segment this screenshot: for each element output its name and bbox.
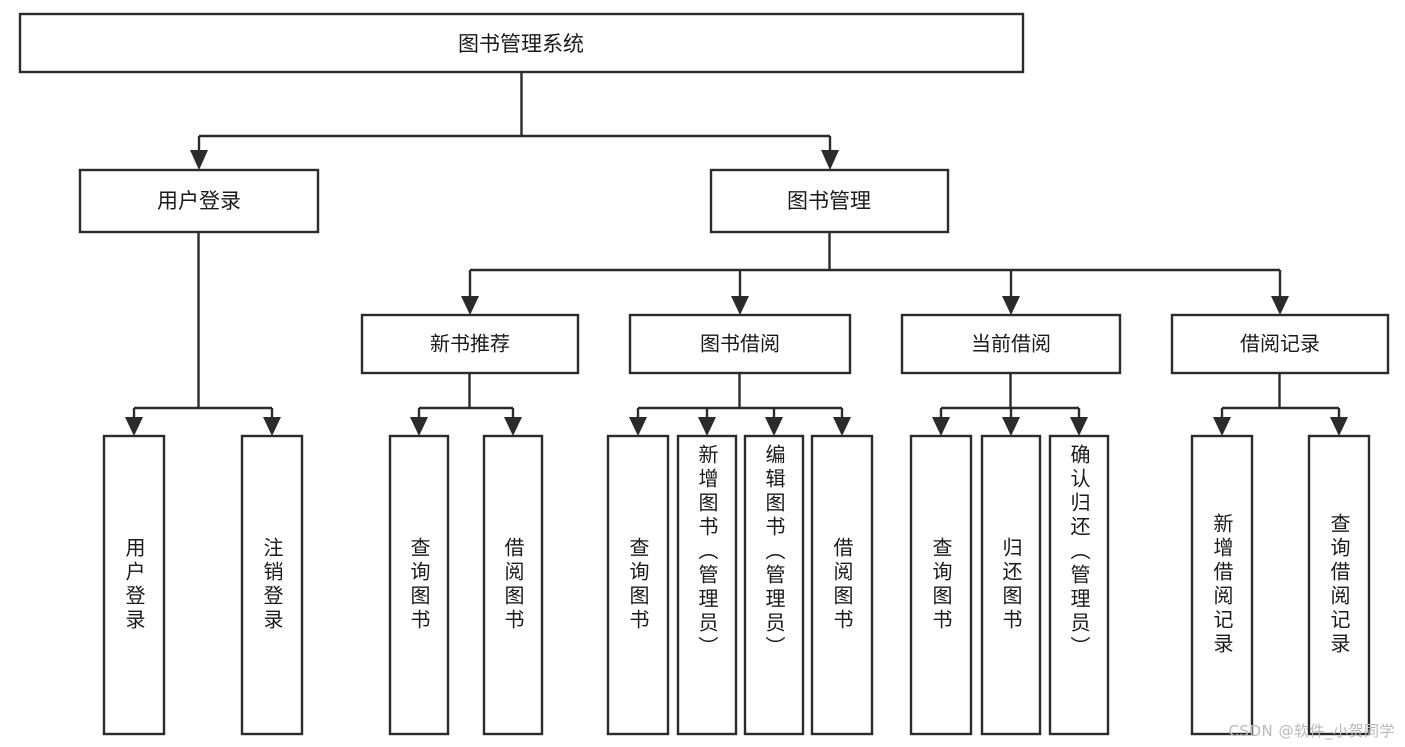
- arrow-head-leaf-rec-borrow-book: [504, 417, 522, 436]
- node-book-manage-label: 图书管理: [787, 189, 871, 213]
- arrow-head-leaf-cur-query-book: [932, 417, 950, 436]
- leaf-box-user-login[interactable]: [102, 434, 166, 736]
- node-new-book-rec[interactable]: 新书推荐: [360, 313, 580, 375]
- node-user-login-label: 用户登录: [157, 189, 241, 213]
- node-book-borrow-box[interactable]: [628, 313, 852, 375]
- node-borrow-record-box[interactable]: [1170, 313, 1390, 375]
- leaf-box-borrow-lend-book[interactable]: [810, 434, 874, 736]
- node-book-manage[interactable]: 图书管理: [709, 168, 950, 234]
- arrow-head-leaf-cur-return-book: [1002, 417, 1020, 436]
- node-book-borrow[interactable]: 图书借阅: [628, 313, 852, 375]
- leaf-box-borrow-edit-book[interactable]: [743, 434, 805, 736]
- arrow-head-to-user-login: [190, 150, 208, 170]
- connector-bookmanage-to-bus: [468, 232, 1282, 300]
- connector-userlogin-to-leaves: [132, 232, 274, 421]
- node-borrow-record[interactable]: 借阅记录: [1170, 313, 1390, 375]
- arrow-head-leaf-rec-query-book: [410, 417, 428, 436]
- arrow-head-leaf-borrow-add-book: [698, 417, 716, 436]
- leaf-box-borrow-query-book[interactable]: [606, 434, 670, 736]
- arrow-head-leaf-rec-add-record: [1213, 417, 1231, 436]
- leaf-box-rec-query-record[interactable]: [1307, 434, 1371, 736]
- node-current-borrow[interactable]: 当前借阅: [900, 313, 1122, 375]
- node-user-login-box[interactable]: [78, 168, 320, 234]
- node-root[interactable]: 图书管理系统: [18, 12, 1025, 74]
- arrow-head-leaf-borrow-edit-book: [765, 417, 783, 436]
- arrow-head-leaf-user-logout: [263, 417, 281, 436]
- node-new-book-rec-box[interactable]: [360, 313, 580, 375]
- arrow-head-leaf-user-login: [125, 417, 143, 436]
- node-user-login[interactable]: 用户登录: [78, 168, 320, 234]
- arrow-head-leaf-borrow-lend-book: [833, 417, 851, 436]
- leaf-box-cur-query-book[interactable]: [909, 434, 973, 736]
- leaf-box-rec-add-record[interactable]: [1190, 434, 1254, 736]
- node-book-borrow-label: 图书借阅: [700, 332, 780, 356]
- arrow-head-to-book-borrow: [731, 296, 749, 315]
- connector-bookborrow-to-leaves: [636, 373, 844, 421]
- connector-newbookrec-to-leaves: [417, 373, 515, 421]
- leaf-box-layer: [102, 434, 1371, 736]
- arrow-head-to-new-book-rec: [461, 296, 479, 315]
- arrow-head-to-book-manage: [821, 150, 839, 170]
- node-new-book-rec-label: 新书推荐: [430, 332, 510, 356]
- arrow-head-to-current-borrow: [1002, 296, 1020, 315]
- leaf-box-cur-return-book[interactable]: [980, 434, 1042, 736]
- node-root-box[interactable]: [18, 12, 1025, 74]
- arrow-head-leaf-cur-confirm-return: [1070, 417, 1088, 436]
- node-current-borrow-box[interactable]: [900, 313, 1122, 375]
- csdn-watermark: CSDN @软件_小贺同学: [1228, 722, 1395, 740]
- arrow-head-to-borrow-record: [1271, 296, 1289, 315]
- leaf-box-cur-confirm-return[interactable]: [1048, 434, 1110, 736]
- node-root-label: 图书管理系统: [458, 32, 584, 56]
- leaf-box-borrow-add-book[interactable]: [676, 434, 738, 736]
- leaf-box-user-logout[interactable]: [240, 434, 304, 736]
- node-current-borrow-label: 当前借阅: [971, 332, 1051, 356]
- leaf-box-rec-borrow-book[interactable]: [482, 434, 544, 736]
- connector-borrowrecord-to-leaves: [1220, 373, 1341, 421]
- node-borrow-record-label: 借阅记录: [1240, 332, 1320, 356]
- arrow-head-leaf-borrow-query-book: [629, 417, 647, 436]
- connector-root-to-bus: [197, 72, 832, 155]
- connector-layer: [125, 72, 1348, 436]
- node-book-manage-box[interactable]: [709, 168, 950, 234]
- arrow-head-leaf-rec-query-record: [1330, 417, 1348, 436]
- connector-currentborrow-to-leaves: [939, 373, 1081, 421]
- leaf-box-rec-query-book[interactable]: [388, 434, 450, 736]
